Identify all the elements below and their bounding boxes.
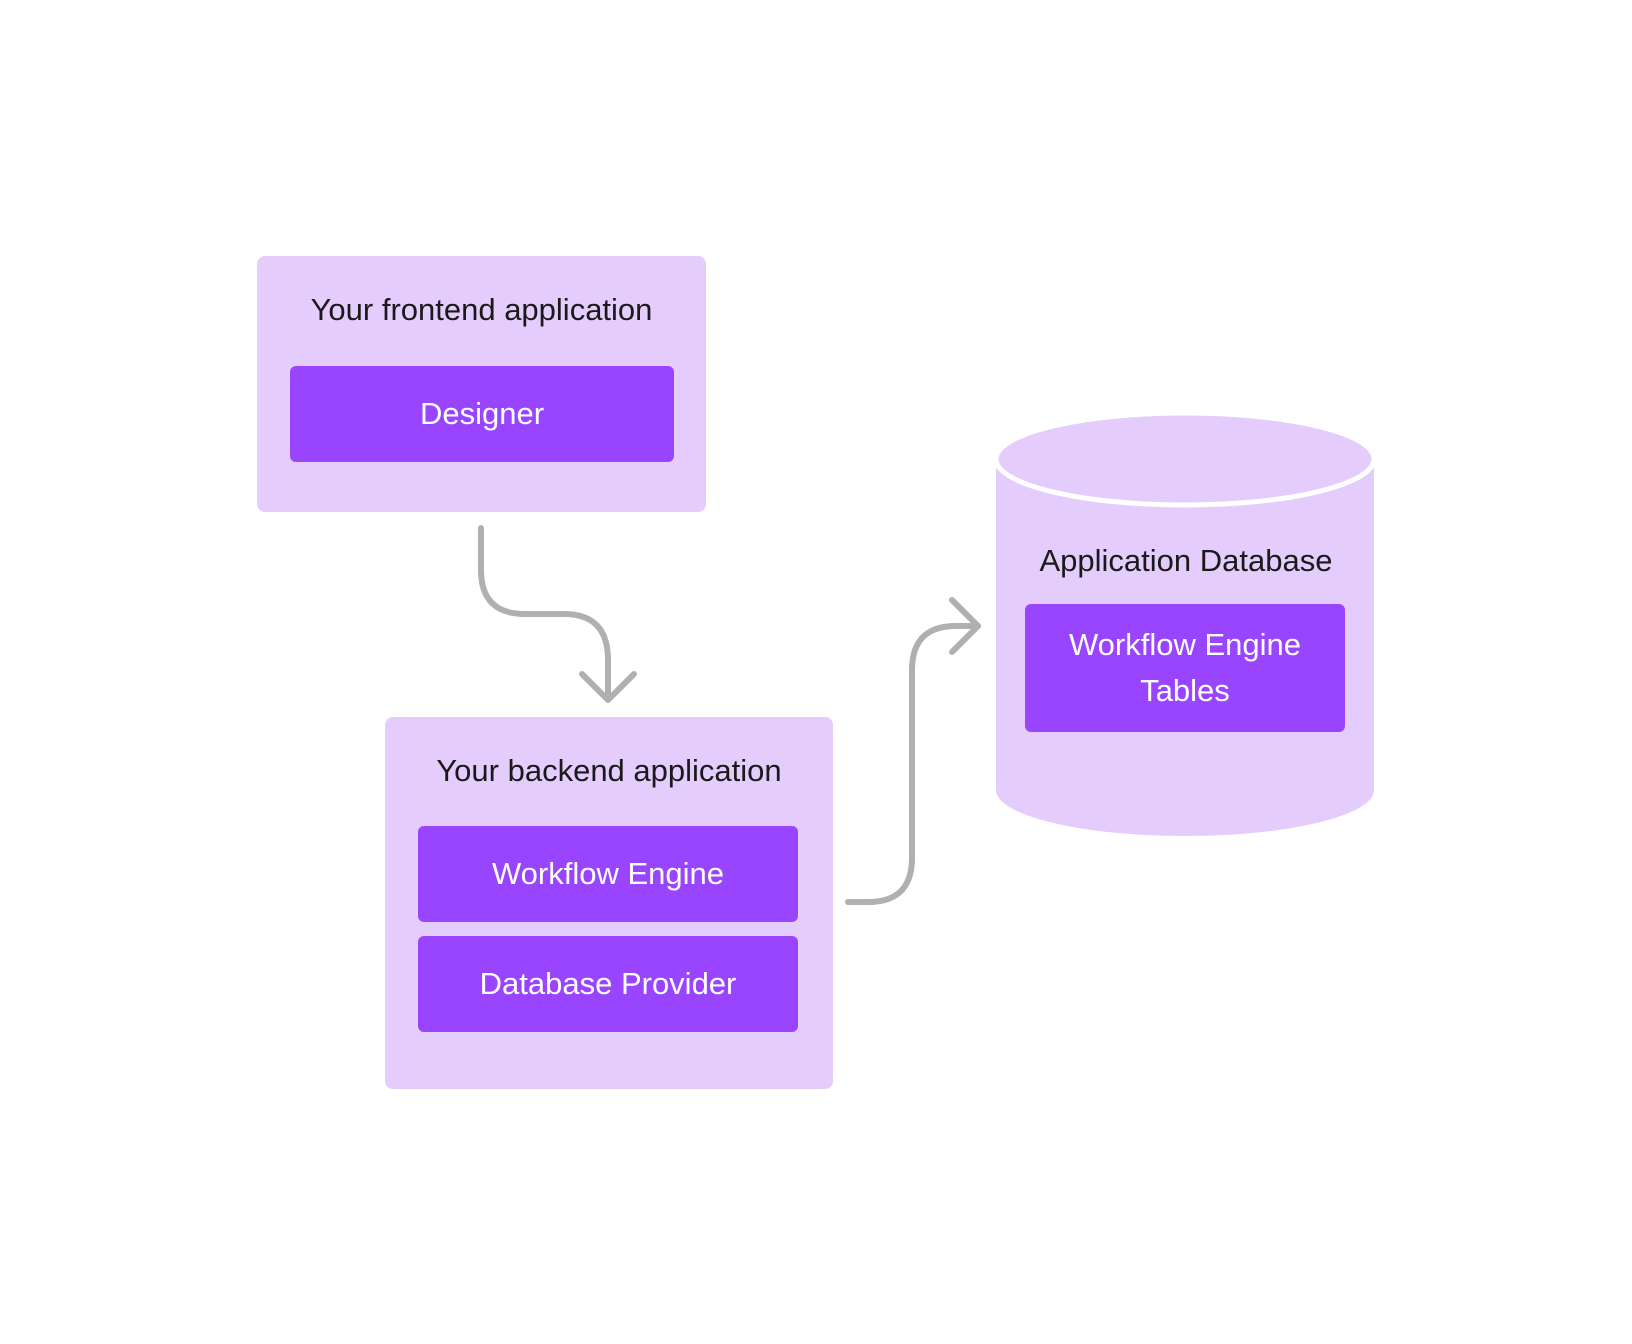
frontend-application-title: Your frontend application: [310, 292, 653, 327]
backend-application-title: Your backend application: [436, 753, 782, 788]
workflow-engine-tables-component: Workflow Engine Tables: [1025, 604, 1345, 732]
arrow-head-down-icon: [579, 671, 637, 703]
database-provider-component: Database Provider: [418, 936, 798, 1032]
database-cylinder-top: [993, 410, 1377, 508]
workflow-engine-component: Workflow Engine: [418, 826, 798, 922]
designer-label: Designer: [419, 396, 545, 431]
designer-component: Designer: [290, 366, 674, 462]
database-provider-label: Database Provider: [479, 966, 737, 1001]
workflow-engine-tables-label-line1: Workflow Engine: [1068, 627, 1302, 662]
workflow-engine-tables-label-line2: Tables: [1140, 673, 1230, 708]
arrow-backend-to-database: [845, 623, 981, 905]
arrow-head-right-icon: [949, 597, 981, 655]
arrow-frontend-to-backend: [478, 525, 611, 703]
application-database-title: Application Database: [1039, 543, 1333, 578]
workflow-engine-label: Workflow Engine: [491, 856, 725, 891]
